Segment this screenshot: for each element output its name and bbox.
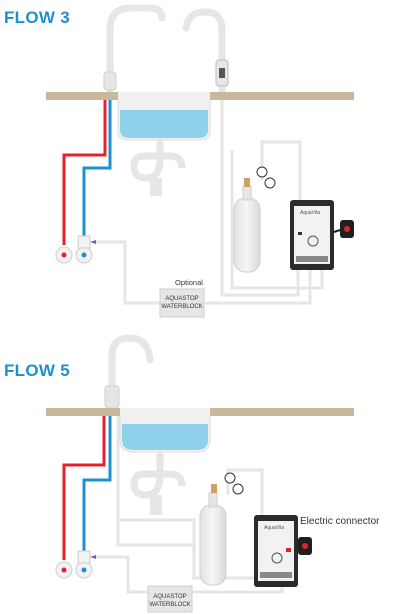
aquastop-label-line1: AQUASTOP (153, 594, 186, 600)
aquastop-label-line1: AQUASTOP (165, 296, 198, 302)
aquastop-label-line2: WATERBLOCK (161, 304, 202, 310)
co2-cylinder (233, 197, 261, 273)
unit-brand-label: AquaVita (264, 525, 284, 531)
aquastop-box (147, 585, 193, 613)
drain-trap (130, 452, 186, 499)
faucet-right (182, 8, 226, 99)
cold-water-pipe (82, 100, 112, 245)
hose-aquastop-to-unit (192, 585, 284, 594)
pressure-gauge-1 (256, 166, 268, 178)
pressure-gauge-2 (232, 483, 244, 495)
hose-aquastop-to-unit (204, 270, 312, 305)
faucet-left-base (103, 71, 117, 91)
hot-water-pipe (62, 416, 106, 560)
unit-fan-icon (271, 552, 283, 564)
hose-unit-to-faucet (220, 100, 300, 297)
hose-to-aquastop (96, 555, 148, 594)
pressure-gauge-1 (224, 472, 236, 484)
flow-5-title: FLOW 5 (4, 361, 71, 380)
flow-5-diagram: AQUASTOP WATERBLOCK AquaVita Electric co… (46, 334, 380, 613)
aquastop-label-line2: WATERBLOCK (149, 602, 190, 608)
drain-trap (130, 140, 186, 182)
unit-brand-label: AquaVita (300, 210, 320, 216)
unit-fan-icon (307, 235, 319, 247)
flow-3-title: FLOW 3 (4, 8, 71, 27)
electric-connector-label: Electric connector (300, 516, 380, 527)
pressure-gauge-2 (264, 177, 276, 189)
sink-water (122, 424, 208, 450)
faucet-left (106, 4, 166, 94)
cold-water-pipe (82, 416, 112, 560)
aquastop-box (159, 288, 205, 318)
hose-co2 (260, 140, 302, 200)
faucet-swan (108, 334, 154, 412)
co2-cylinder (199, 504, 227, 586)
sink-water (120, 110, 208, 138)
hose-to-aquastop (96, 240, 160, 305)
hot-water-pipe (62, 100, 107, 245)
optional-label: Optional (175, 278, 203, 287)
flow-3-diagram: AQUASTOP WATERBLOCK Optional AquaVita (46, 4, 354, 318)
